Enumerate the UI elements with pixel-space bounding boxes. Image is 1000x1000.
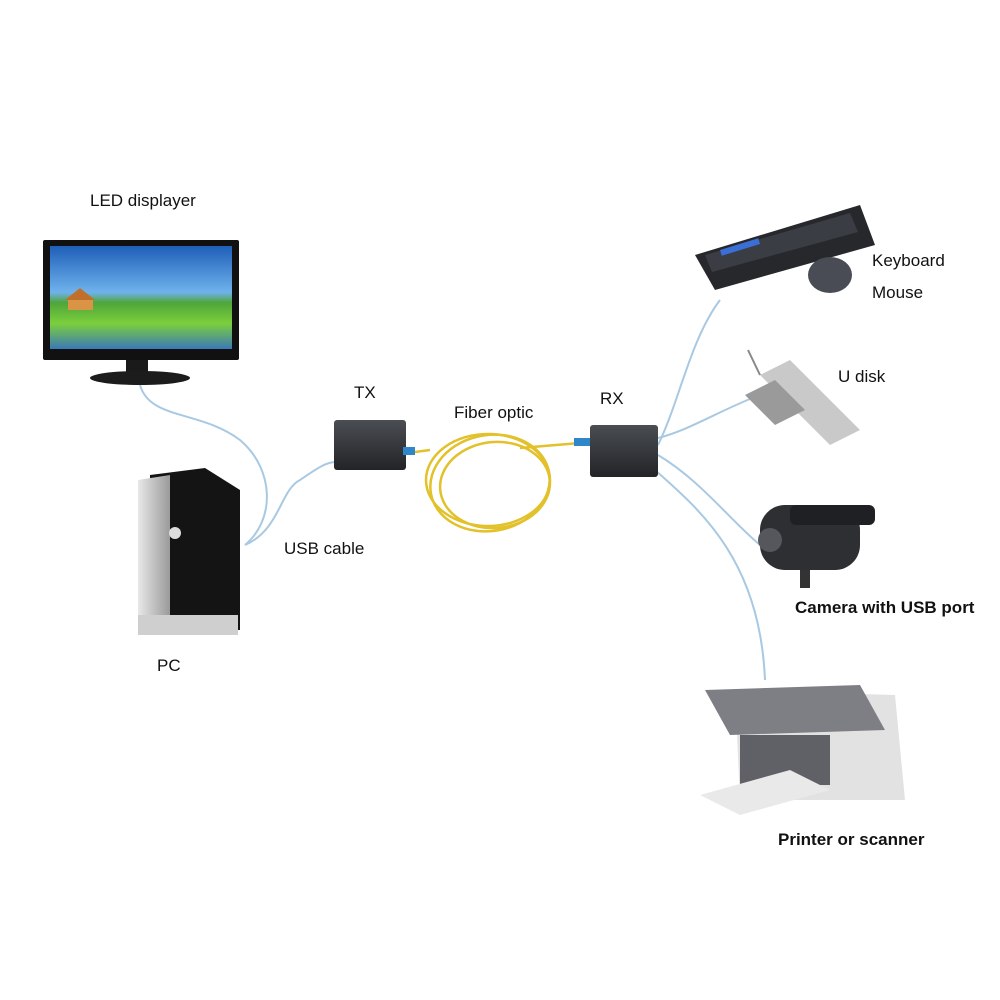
keyboard <box>695 205 875 290</box>
rx-to-udisk-cable <box>657 394 761 439</box>
fiber-optic-label: Fiber optic <box>454 403 534 422</box>
printer <box>700 685 905 815</box>
mouse-label: Mouse <box>872 283 924 302</box>
printer-label: Printer or scanner <box>778 830 925 849</box>
mouse <box>808 257 852 293</box>
fiber-optic-cable <box>414 432 581 533</box>
monitor-to-pc-cable <box>139 384 268 546</box>
rx-label: RX <box>600 389 624 408</box>
pc-tower <box>138 468 240 635</box>
usb-cables <box>139 299 766 681</box>
u-disk <box>745 349 860 445</box>
led-monitor <box>43 240 239 385</box>
usb-cable-label: USB cable <box>284 539 365 558</box>
rx-unit <box>574 425 658 477</box>
u-disk-label: U disk <box>838 367 886 386</box>
usb-camera <box>758 505 875 588</box>
pc-label: PC <box>157 656 181 675</box>
rx-to-printer-cable <box>654 469 766 681</box>
hp-logo-icon <box>169 527 181 539</box>
pc-to-tx-cable <box>244 461 337 546</box>
led-displayer-label: LED displayer <box>90 191 196 210</box>
camera-label: Camera with USB port <box>795 598 975 617</box>
rx-to-camera-cable <box>657 454 761 546</box>
tx-label: TX <box>354 383 376 402</box>
keyboard-label: Keyboard <box>872 251 945 270</box>
rx-to-keyboard-cable <box>657 299 721 446</box>
tx-unit <box>334 420 415 470</box>
